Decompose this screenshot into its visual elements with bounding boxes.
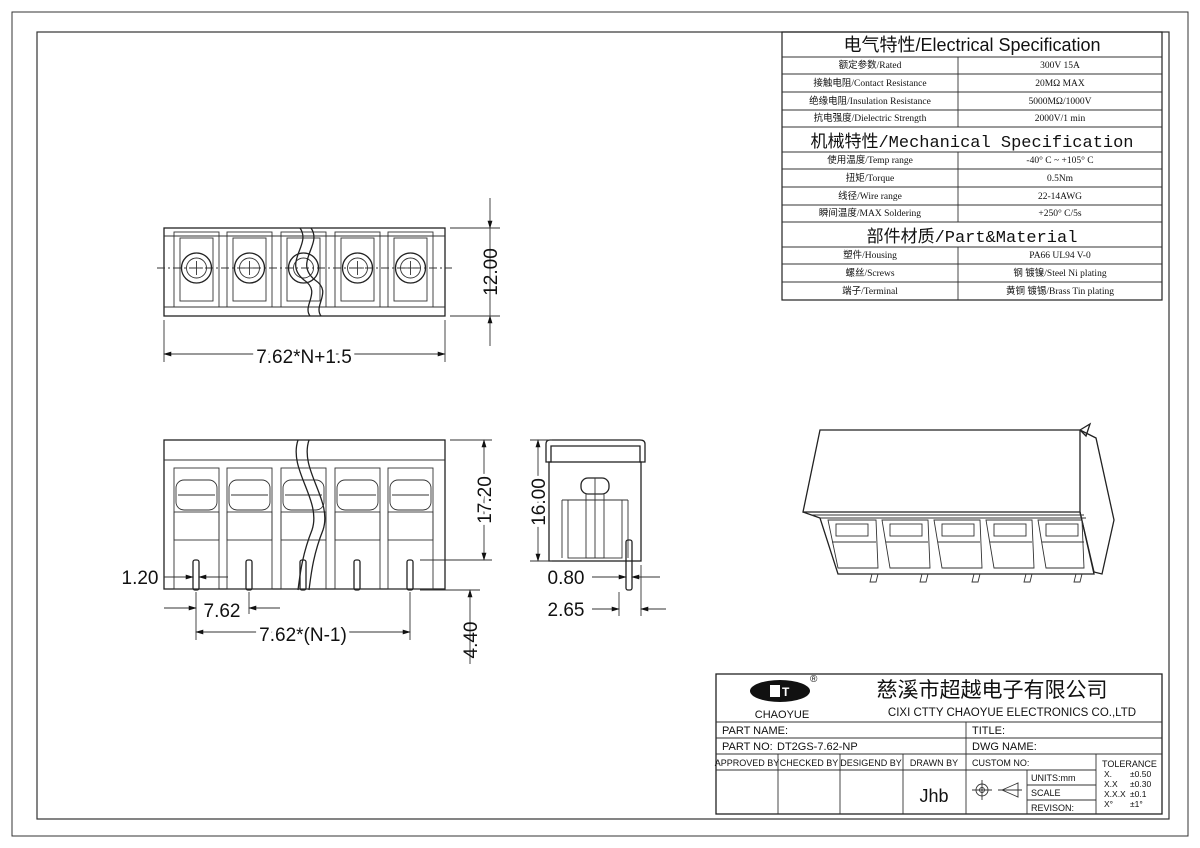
pin <box>299 559 307 591</box>
terminal-iso <box>933 519 983 569</box>
spec-value: 22-14AWG <box>1038 192 1082 202</box>
spec-label: 瞬间温度/MAX Soldering <box>819 207 921 219</box>
projection-symbol-icon <box>972 780 1022 800</box>
terminal-front <box>387 467 434 590</box>
spec-label: 螺丝/Screws <box>845 267 894 279</box>
spec-value: -40° C ~ +105° C <box>1026 155 1093 166</box>
tolerance-key: X.X <box>1104 779 1118 789</box>
terminal-top <box>226 231 273 308</box>
pin <box>192 559 200 591</box>
inner-border <box>36 31 1170 820</box>
checked-by-label: CHECKED BY <box>780 758 839 768</box>
approved-by-label: APPROVED BY <box>715 758 780 768</box>
electrical-title: 电气特性/Electrical Specification <box>843 35 1100 55</box>
spec-label: 塑件/Housing <box>843 249 897 261</box>
part-no-label: PART NO: <box>722 741 773 753</box>
break-line <box>306 439 326 591</box>
spec-value: 20MΩ MAX <box>1035 79 1085 89</box>
designed-by-label: DESIGEND BY <box>840 758 902 768</box>
front-view: 17.20 1.20 7.62 7.62*(N-1) 4.40 <box>122 439 499 664</box>
dim-front-height: 17.20 <box>475 476 496 524</box>
svg-text:T: T <box>782 685 790 699</box>
terminal-top <box>280 231 327 308</box>
terminal-front <box>226 467 273 590</box>
pin <box>245 559 253 591</box>
part-no-value: DT2GS-7.62-NP <box>777 741 858 753</box>
tolerance-title: TOLERANCE <box>1102 759 1157 769</box>
dim-pin-width: 1.20 <box>122 568 159 589</box>
spec-value: 钢 镀镍/Steel Ni plating <box>1013 267 1106 279</box>
title-block: T ® CHAOYUE 慈溪市超越电子有限公司 CIXI CTTY CHAOYU… <box>715 673 1163 815</box>
company-name-en: CIXI CTTY CHAOYUE ELECTRONICS CO.,LTD <box>888 707 1136 719</box>
spec-value: 2000V/1 min <box>1035 114 1086 124</box>
dim-top-height: 12.00 <box>481 248 502 296</box>
material-title: 部件材质/Part&Material <box>867 227 1078 248</box>
title-label: TITLE: <box>972 725 1005 737</box>
terminal-iso <box>1037 519 1085 569</box>
spec-table: 电气特性/Electrical Specification 额定参数/Rated… <box>781 31 1163 301</box>
terminal-iso <box>985 519 1035 569</box>
spec-label: 抗电强度/Dielectric Strength <box>814 112 927 124</box>
spec-value: 300V 15A <box>1040 61 1080 71</box>
part-name-label: PART NAME: <box>722 725 788 737</box>
logo-registered-mark: ® <box>810 674 818 685</box>
spec-label: 使用温度/Temp range <box>827 154 913 166</box>
tolerance-key: X° <box>1104 799 1113 809</box>
break-line <box>295 439 315 591</box>
drawn-by-label: DRAWN BY <box>910 758 958 768</box>
custom-no-label: CUSTOM NO: <box>972 758 1029 768</box>
scale-label: SCALE <box>1031 788 1061 798</box>
dwg-name-label: DWG NAME: <box>972 741 1037 753</box>
spec-value: 5000MΩ/1000V <box>1028 97 1091 107</box>
spec-label: 额定参数/Rated <box>839 59 902 71</box>
terminal-top <box>387 231 434 308</box>
dim-span: 7.62*(N-1) <box>259 625 347 646</box>
spec-label: 端子/Terminal <box>842 285 898 297</box>
terminal-front <box>280 467 327 590</box>
side-pin <box>625 539 633 591</box>
tolerance-value: ±0.50 <box>1130 769 1151 779</box>
terminal-iso <box>881 519 931 569</box>
pin <box>406 559 414 591</box>
terminal-iso <box>827 519 879 569</box>
spec-label: 线径/Wire range <box>838 190 902 202</box>
tolerance-key: X. <box>1104 769 1112 779</box>
dim-pin-length: 4.40 <box>461 622 482 659</box>
dim-pitch: 7.62 <box>204 601 241 622</box>
dim-side-offset: 2.65 <box>548 600 585 621</box>
drawn-by-value: Jhb <box>919 786 948 806</box>
isometric-view <box>802 422 1115 583</box>
tolerance-value: ±0.1 <box>1130 789 1147 799</box>
top-view: 7.62*N+1.5 12.00 <box>157 198 502 372</box>
company-logo: T ® <box>750 674 818 702</box>
outer-border <box>11 11 1189 837</box>
terminal-front <box>173 467 220 590</box>
break-line <box>306 227 324 317</box>
spec-label: 扭矩/Torque <box>846 172 894 184</box>
units-label: UNITS:mm <box>1031 773 1076 783</box>
tolerance-key: X.X.X <box>1104 789 1126 799</box>
terminal-top <box>334 231 381 308</box>
dim-side-pin: 0.80 <box>548 568 585 589</box>
tolerance-value: ±0.30 <box>1130 779 1151 789</box>
spec-value: PA66 UL94 V-0 <box>1029 251 1091 261</box>
dim-side-height: 16.00 <box>529 478 550 526</box>
revision-label: REVISON: <box>1031 803 1074 813</box>
logo-text: CHAOYUE <box>755 709 809 721</box>
tolerance-value: ±1° <box>1130 799 1143 809</box>
spec-label: 接触电阻/Contact Resistance <box>813 77 926 89</box>
spec-value: +250° C/5s <box>1038 208 1082 219</box>
mechanical-title: 机械特性/Mechanical Specification <box>810 132 1133 153</box>
terminal-front <box>334 467 381 590</box>
spec-value: 黄铜 镀锡/Brass Tin plating <box>1006 285 1114 297</box>
side-view: 16.00 0.80 2.65 <box>526 439 666 621</box>
terminal-top <box>173 231 220 308</box>
pin <box>353 559 361 591</box>
dim-top-width: 7.62*N+1.5 <box>256 347 352 368</box>
company-name-cn: 慈溪市超越电子有限公司 <box>877 679 1108 702</box>
spec-value: 0.5Nm <box>1047 174 1074 184</box>
spec-label: 绝缘电阻/Insulation Resistance <box>809 95 931 107</box>
break-line <box>295 227 313 317</box>
